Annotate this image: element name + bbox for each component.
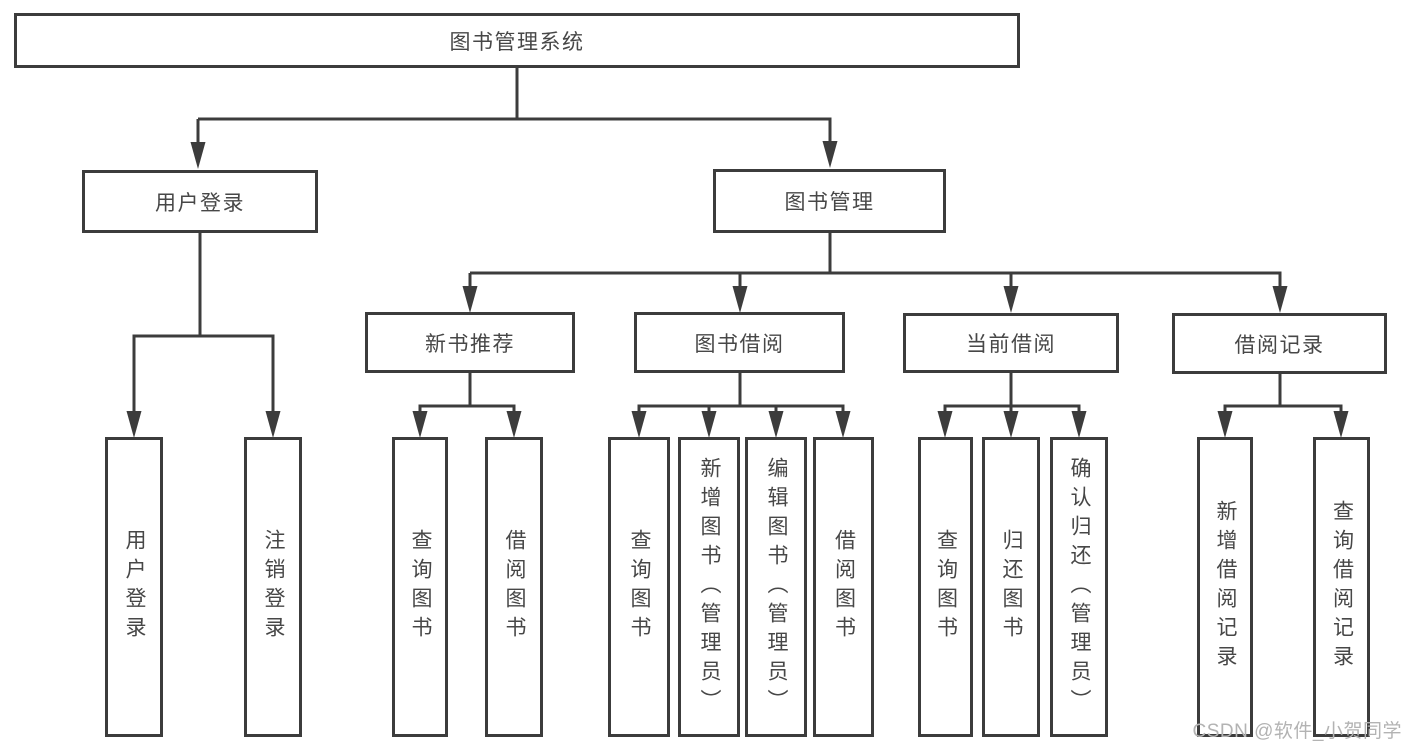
leaf-user-login: 用户登录 [105,437,163,737]
connector-root-to-level1 [190,68,838,169]
leaf-borrowing-borrow-books: 借阅图书 [813,437,874,737]
node-book-management: 图书管理 [713,169,946,233]
leaf-borrowing-add-books-admin: 新增图书（管理员） [678,437,740,737]
leaf-newbooks-borrow-books-label: 借阅图书 [503,529,526,645]
leaf-user-login-label: 用户登录 [123,529,146,645]
leaf-newbooks-query-books: 查询图书 [392,437,448,737]
leaf-current-query-books: 查询图书 [918,437,973,737]
leaf-records-query-record: 查询借阅记录 [1313,437,1370,737]
leaf-current-confirm-return-admin-label: 确认归还（管理员） [1068,456,1091,718]
node-user-login-label: 用户登录 [155,191,245,215]
node-library-system-label: 图书管理系统 [449,30,585,54]
csdn-watermark: CSDN @软件_小贺同学 [1192,721,1402,742]
connector-new-books-to-leaves [412,373,522,438]
leaf-borrowing-query-books: 查询图书 [608,437,670,737]
node-current-borrowing-label: 当前借阅 [966,333,1056,356]
leaf-records-add-record: 新增借阅记录 [1197,437,1253,737]
connector-book-mgmt-to-level2 [462,232,1288,313]
leaf-newbooks-query-books-label: 查询图书 [409,529,432,645]
leaf-borrowing-add-books-admin-label: 新增图书（管理员） [698,456,721,718]
node-user-login: 用户登录 [82,170,318,233]
leaf-logout: 注销登录 [244,437,302,737]
leaf-borrowing-query-books-label: 查询图书 [628,529,651,645]
leaf-newbooks-borrow-books: 借阅图书 [485,437,543,737]
node-library-system: 图书管理系统 [14,13,1020,68]
node-borrow-records: 借阅记录 [1172,313,1387,374]
leaf-logout-label: 注销登录 [262,529,285,645]
node-new-book-recommend: 新书推荐 [365,312,575,373]
leaf-current-return-books-label: 归还图书 [1000,529,1023,645]
leaf-current-query-books-label: 查询图书 [934,529,958,645]
leaf-borrowing-edit-books-admin: 编辑图书（管理员） [745,437,807,737]
connector-book-borrow-to-leaves [631,373,851,438]
leaf-current-return-books: 归还图书 [982,437,1040,737]
leaf-records-query-record-label: 查询借阅记录 [1330,500,1354,674]
connector-borrow-records-to-leaves [1217,374,1349,438]
node-book-borrowing-label: 图书借阅 [694,332,785,356]
leaf-records-add-record-label: 新增借阅记录 [1214,500,1237,674]
leaf-borrowing-borrow-books-label: 借阅图书 [832,529,856,645]
node-book-borrowing: 图书借阅 [634,312,845,373]
leaf-borrowing-edit-books-admin-label: 编辑图书（管理员） [765,456,788,718]
connector-user-login-to-leaves [126,233,281,438]
connector-current-borrow-to-leaves [937,373,1087,438]
node-book-management-label: 图书管理 [784,191,875,214]
node-current-borrowing: 当前借阅 [903,313,1119,373]
node-borrow-records-label: 借阅记录 [1234,333,1325,357]
node-new-book-recommend-label: 新书推荐 [425,332,515,356]
leaf-current-confirm-return-admin: 确认归还（管理员） [1050,437,1108,737]
